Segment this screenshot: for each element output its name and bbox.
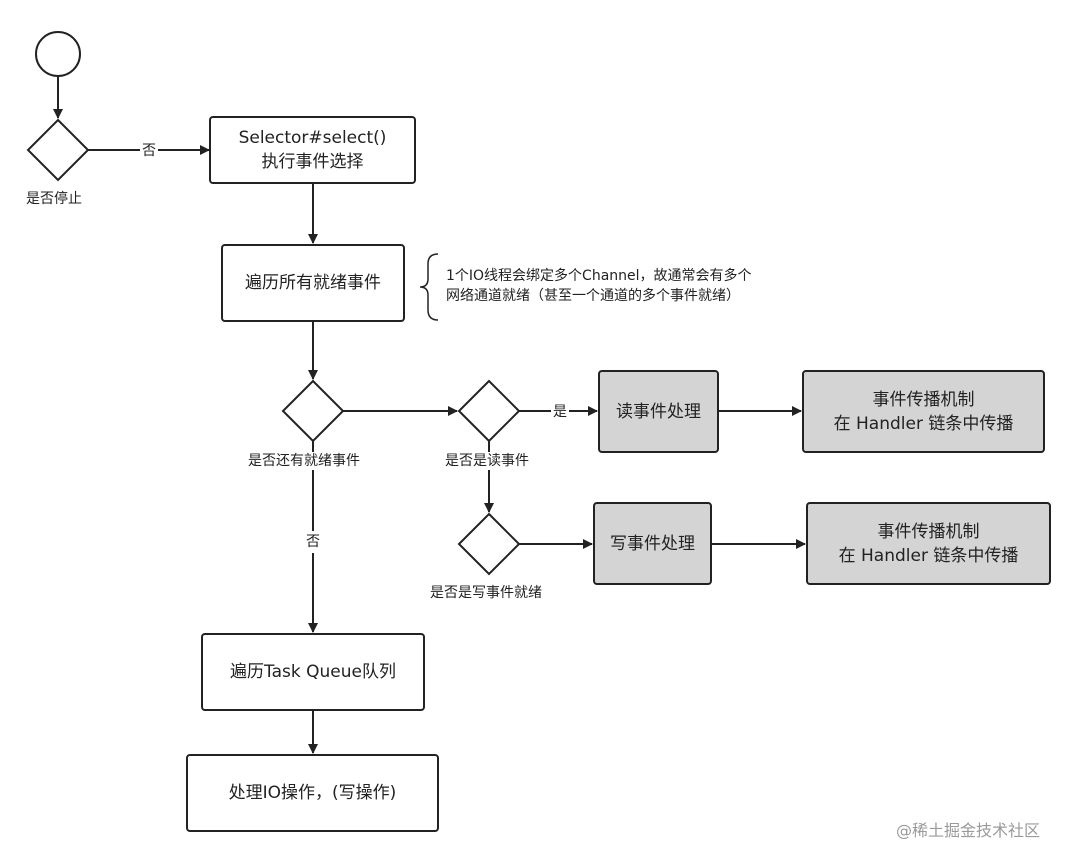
note-brace bbox=[419, 253, 439, 321]
node-read-propagate-line2: 在 Handler 链条中传播 bbox=[833, 413, 1014, 434]
node-read-handle: 读事件处理 bbox=[598, 370, 719, 453]
node-selector-select-line1: Selector#select() bbox=[238, 128, 387, 148]
decision-is-read-diamond bbox=[457, 379, 521, 443]
node-traverse-ready: 遍历所有就绪事件 bbox=[221, 244, 405, 322]
edge-label-ready-no: 否 bbox=[305, 531, 321, 553]
decision-stop-label: 是否停止 bbox=[26, 190, 82, 208]
decision-is-write-label: 是否是写事件就绪 bbox=[430, 584, 542, 602]
node-selector-select-line2: 执行事件选择 bbox=[261, 152, 364, 172]
annotation-note-line2: 网络通道就绪（甚至一个通道的多个事件就绪） bbox=[446, 288, 740, 304]
node-io-ops-text: 处理IO操作，(写操作) bbox=[228, 783, 397, 803]
watermark: @稀土掘金技术社区 bbox=[896, 821, 1041, 840]
node-write-handle-text: 写事件处理 bbox=[610, 533, 695, 554]
edge-label-stop-no: 否 bbox=[140, 142, 158, 160]
edge-label-read-yes: 是 bbox=[551, 403, 569, 421]
node-task-queue: 遍历Task Queue队列 bbox=[201, 633, 425, 711]
node-write-propagate-line2: 在 Handler 链条中传播 bbox=[838, 545, 1019, 566]
decision-is-read-label: 是否是读事件 bbox=[445, 452, 529, 470]
decision-has-ready-diamond bbox=[281, 379, 345, 443]
annotation-note-line1: 1个IO线程会绑定多个Channel，故通常会有多个 bbox=[446, 268, 752, 284]
node-read-handle-text: 读事件处理 bbox=[616, 401, 701, 422]
node-traverse-ready-text: 遍历所有就绪事件 bbox=[245, 273, 381, 293]
node-read-propagate-line1: 事件传播机制 bbox=[872, 389, 975, 410]
node-write-propagate-line1: 事件传播机制 bbox=[877, 521, 980, 542]
node-write-propagate: 事件传播机制 在 Handler 链条中传播 bbox=[806, 502, 1051, 585]
start-node bbox=[35, 31, 81, 77]
node-selector-select: Selector#select() 执行事件选择 bbox=[209, 116, 416, 184]
decision-is-write-diamond bbox=[457, 512, 521, 576]
decision-stop-diamond bbox=[26, 118, 90, 182]
node-write-handle: 写事件处理 bbox=[593, 502, 712, 585]
node-task-queue-text: 遍历Task Queue队列 bbox=[230, 662, 396, 682]
node-read-propagate: 事件传播机制 在 Handler 链条中传播 bbox=[802, 370, 1045, 453]
annotation-note: 1个IO线程会绑定多个Channel，故通常会有多个 网络通道就绪（甚至一个通道… bbox=[446, 266, 752, 306]
node-io-ops: 处理IO操作，(写操作) bbox=[186, 754, 439, 832]
decision-has-ready-label: 是否还有就绪事件 bbox=[248, 452, 360, 470]
